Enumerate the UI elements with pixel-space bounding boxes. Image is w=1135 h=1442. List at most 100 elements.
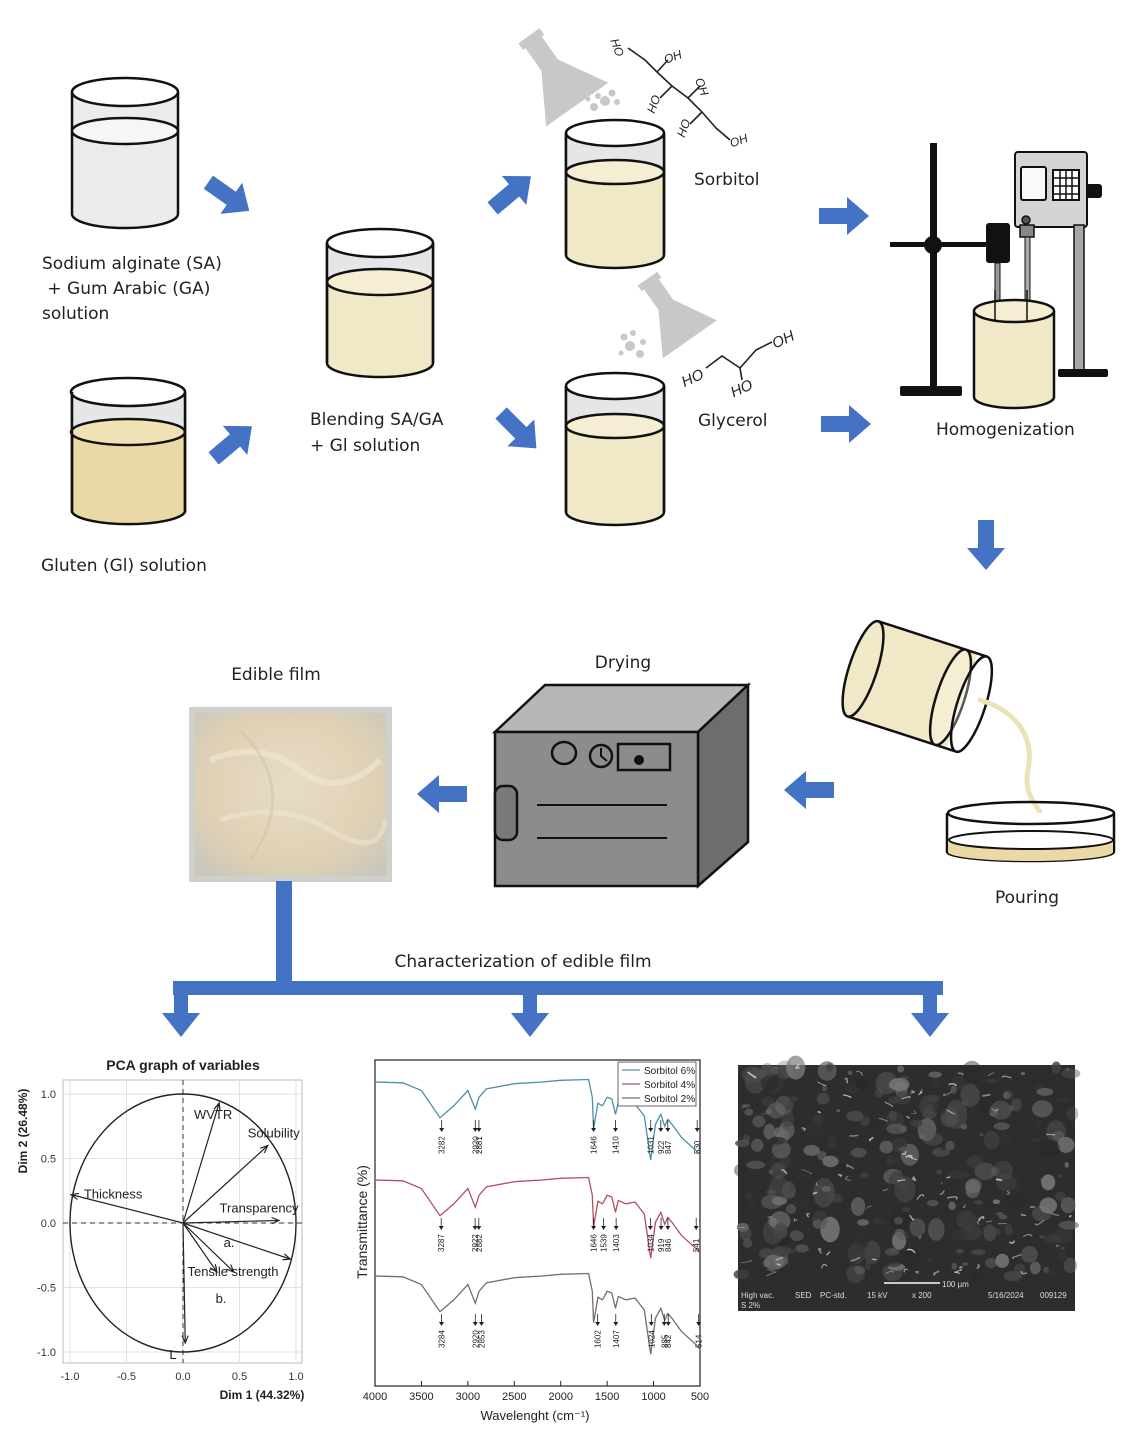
pca-vector-label: Transparency (220, 1200, 299, 1215)
pca-vector-label: b. (216, 1291, 227, 1306)
ftir-legend: Sorbitol 6% Sorbitol 4% Sorbitol 2% (617, 1061, 697, 1107)
homogenizer-apparatus (890, 143, 1108, 410)
ftir-peak-label: 2920 (471, 1314, 480, 1348)
sorbitol-label: Sorbitol (694, 170, 760, 190)
svg-text:2922: 2922 (471, 1234, 480, 1252)
ftir-peak-label: 3287 (437, 1218, 446, 1252)
pca-vector-label: Tensile strength (187, 1264, 278, 1279)
svg-text:009129: 009129 (1040, 1291, 1067, 1300)
pca-ytick-label: -0.5 (37, 1283, 56, 1295)
pca-ytick-label: 0.5 (41, 1154, 56, 1166)
svg-text:S 2%: S 2% (741, 1301, 760, 1310)
ftir-peak-label: 847 (664, 1120, 673, 1154)
svg-text:846: 846 (664, 1238, 673, 1252)
arrow-blend-to-glycerol (487, 399, 550, 462)
arrow-drying-to-film (417, 775, 467, 813)
ftir-peak-label: 885 (660, 1314, 669, 1348)
pca-vector: Solubility (182, 1126, 301, 1224)
arrow-glycerol-to-homogenization (821, 405, 871, 443)
pca-vector: b. (182, 1222, 227, 1306)
svg-text:847: 847 (664, 1140, 673, 1154)
ftir-peak-label: 1602 (594, 1314, 603, 1348)
svg-text:842: 842 (664, 1334, 673, 1348)
svg-text:541: 541 (692, 1238, 701, 1252)
pouring-beaker (841, 619, 994, 754)
sem-micrograph: 100 µm High vac. SED PC-std. 15 kV x 200… (733, 1055, 1081, 1311)
ftir-peak-label: 514 (695, 1314, 704, 1348)
ftir-xtick-label: 4000 (363, 1391, 387, 1403)
svg-text:15 kV: 15 kV (867, 1291, 888, 1300)
arrow-sa-to-blend (197, 166, 261, 227)
sa-ga-label-line3: solution (42, 304, 110, 324)
svg-text:OH: OH (674, 117, 693, 139)
svg-text:2853: 2853 (478, 1330, 487, 1348)
arrow-to-pca (162, 995, 200, 1037)
svg-text:3284: 3284 (437, 1330, 446, 1348)
ftir-xtick-label: 3000 (456, 1391, 480, 1403)
ftir-peak-label: 1034 (646, 1218, 655, 1252)
pca-vector: Thickness (69, 1187, 184, 1224)
ftir-peak-label: 1539 (600, 1218, 609, 1252)
ftir-peak-label: 1031 (647, 1120, 656, 1154)
gluten-label: Gluten (Gl) solution (41, 556, 207, 576)
svg-text:1407: 1407 (612, 1330, 621, 1348)
arrow-gluten-to-blend (201, 411, 265, 473)
ftir-legend-item: Sorbitol 4% (622, 1080, 695, 1091)
pca-vector-label: Solubility (248, 1126, 301, 1141)
arrow-to-ftir (511, 995, 549, 1037)
pouring-label: Pouring (995, 888, 1060, 908)
ftir-peak-label: 922 (657, 1120, 666, 1154)
svg-text:3282: 3282 (438, 1136, 447, 1154)
svg-text:OH: OH (770, 327, 798, 352)
ftir-peak-label: 2922 (471, 1218, 480, 1252)
blend-label-line2: + Gl solution (310, 436, 421, 456)
svg-text:922: 922 (657, 1140, 666, 1154)
ftir-xtick-label: 2500 (502, 1391, 526, 1403)
homogenization-label: Homogenization (936, 420, 1075, 440)
svg-text:2920: 2920 (471, 1136, 480, 1154)
sorbitol-flask-icon (518, 28, 609, 127)
pca-xtick-label: 1.0 (288, 1371, 303, 1383)
edible-film-label: Edible film (231, 665, 321, 685)
ftir-xtick-label: 500 (691, 1391, 709, 1403)
ftir-peak-label: 846 (664, 1218, 673, 1252)
svg-text:1031: 1031 (647, 1136, 656, 1154)
ftir-peak-label: 1407 (612, 1314, 621, 1348)
sorbitol-groups: HO OH OH OH OH OH (607, 37, 749, 151)
ftir-peak-label: 3282 (438, 1120, 447, 1154)
ftir-peak-label: 2920 (471, 1120, 480, 1154)
drying-oven (491, 682, 752, 889)
pca-ylabel: Dim 2 (26.48%) (16, 1089, 30, 1174)
pca-title: PCA graph of variables (106, 1057, 260, 1073)
ftir-peak-label: 2881 (475, 1120, 484, 1154)
arrow-to-sem (911, 995, 949, 1037)
svg-text:Sorbitol 4%: Sorbitol 4% (644, 1080, 695, 1091)
svg-text:High vac.: High vac. (741, 1291, 774, 1300)
svg-text:514: 514 (695, 1334, 704, 1348)
svg-text:PC-std.: PC-std. (820, 1291, 847, 1300)
pca-xlabel: Dim 1 (44.32%) (220, 1388, 305, 1402)
sorbitol-beaker (564, 118, 666, 270)
glycerol-label: Glycerol (698, 411, 768, 431)
svg-text:Sorbitol 6%: Sorbitol 6% (644, 1066, 695, 1077)
ftir-peak-label: 1403 (612, 1218, 621, 1252)
svg-text:1646: 1646 (590, 1136, 599, 1154)
glycerol-molecule (705, 341, 773, 381)
svg-text:1646: 1646 (590, 1234, 599, 1252)
svg-text:HO: HO (607, 37, 626, 59)
sem-info-bar: 100 µm High vac. SED PC-std. 15 kV x 200… (741, 1280, 1067, 1310)
ftir-ylabel: Transmittance (%) (354, 1165, 370, 1279)
ftir-xtick-label: 2000 (548, 1391, 572, 1403)
svg-text:530: 530 (693, 1140, 702, 1154)
pca-chart: PCA graph of variables WVTRSolubilityThi… (16, 1057, 304, 1402)
svg-text:1539: 1539 (600, 1234, 609, 1252)
petri-dish (945, 800, 1116, 863)
svg-text:Sorbitol 2%: Sorbitol 2% (644, 1094, 695, 1105)
ftir-legend-item: Sorbitol 2% (622, 1094, 695, 1105)
pca-ytick-label: 0.0 (41, 1218, 56, 1230)
svg-text:3287: 3287 (437, 1234, 446, 1252)
sorbitol-molecule (627, 47, 731, 141)
arrow-sorbitol-to-homogenization (819, 197, 869, 235)
ftir-legend-item: Sorbitol 6% (622, 1066, 695, 1077)
